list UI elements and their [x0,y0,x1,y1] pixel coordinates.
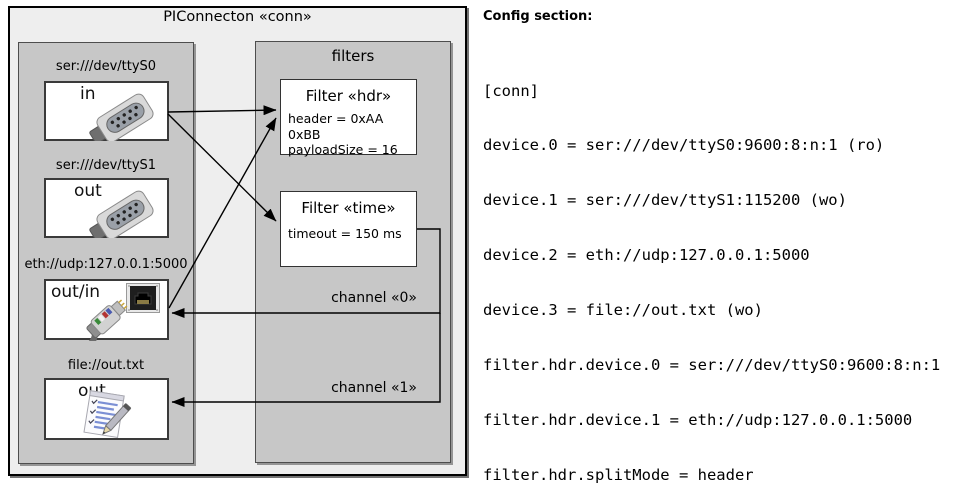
filter-time-title: Filter «time» [301,199,396,217]
device-label-ttyS1: ser:///dev/ttyS1 [55,158,157,173]
channel-1-label: channel «1» [331,380,417,396]
config-text-block: [conn] device.0 = ser:///dev/ttyS0:9600:… [483,45,950,484]
config-line: [conn] [483,81,539,100]
filter-hdr-box: Filter «hdr» header = 0xAA 0xBB payloadS… [280,79,417,157]
config-section-heading: Config section: [483,9,593,24]
device-direction: out [74,181,102,201]
config-line: device.3 = file://out.txt (wo) [483,301,763,320]
device-direction: out/in [51,282,101,302]
device-box-ttyS0: in [44,81,169,141]
serial-connector-icon [89,190,154,238]
device-label-ttyS0: ser:///dev/ttyS0 [55,59,157,74]
filter-hdr-prop-payloadsize: payloadSize = 16 [288,142,398,157]
filters-panel-title: filters [331,47,375,65]
ethernet-cable-icon [85,299,128,341]
config-line: filter.hdr.device.1 = eth://udp:127.0.0.… [483,410,913,429]
filter-time-prop-timeout: timeout = 150 ms [288,226,402,241]
config-line: device.1 = ser:///dev/ttyS1:115200 (wo) [483,191,847,210]
config-line: filter.hdr.device.0 = ser:///dev/ttyS0:9… [483,356,941,375]
filter-hdr-prop-header: header = 0xAA 0xBB [288,111,384,142]
device-box-ttyS1: out [44,178,169,238]
config-line: device.2 = eth://udp:127.0.0.1:5000 [483,246,810,265]
notepad-icon [83,390,132,439]
serial-connector-icon [89,93,154,141]
config-line: device.0 = ser:///dev/ttyS0:9600:8:n:1 (… [483,136,885,155]
diagram-title: PIConnecton «conn» [163,9,312,25]
channel-0-label: channel «0» [331,290,417,306]
device-label-file: file://out.txt [67,358,145,373]
device-label-eth: eth://udp:127.0.0.1:5000 [24,257,188,272]
filter-hdr-title: Filter «hdr» [305,87,392,105]
config-line: filter.hdr.splitMode = header [483,465,754,484]
device-direction: in [80,84,96,104]
ethernet-jack-icon [126,283,160,313]
device-box-file: out [44,378,169,440]
device-box-eth: out/in [44,279,169,341]
filter-time-box: Filter «time» timeout = 150 ms [280,191,417,267]
